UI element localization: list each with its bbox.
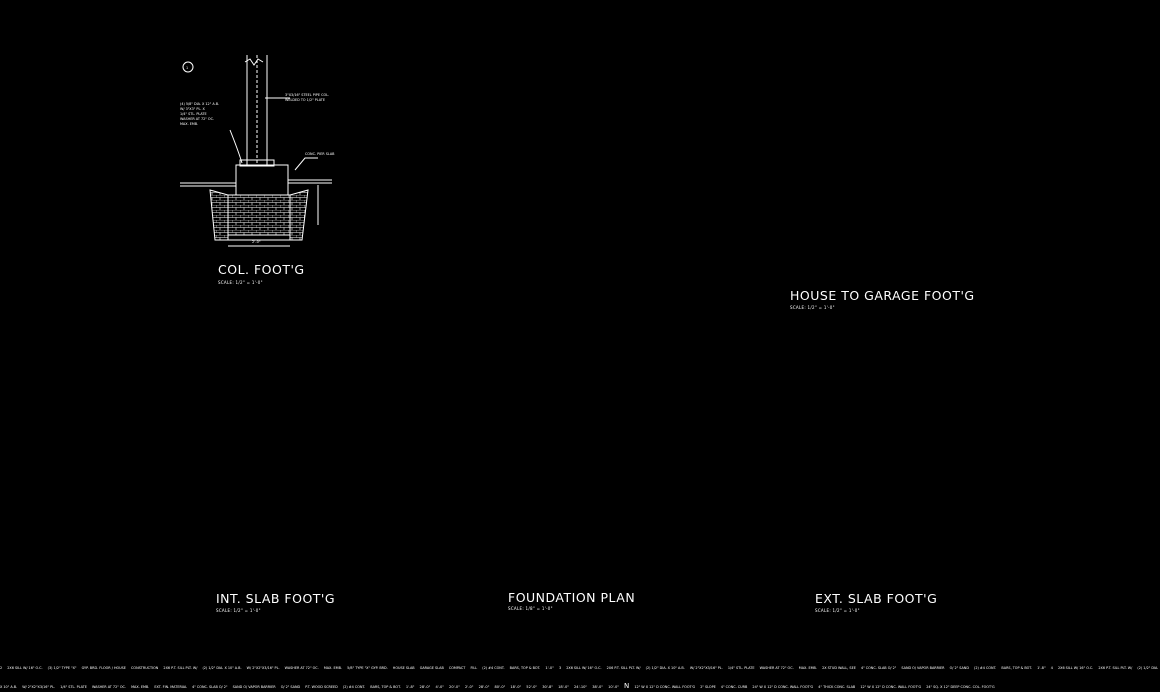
title-foundation-plan: FOUNDATION PLAN	[508, 590, 636, 605]
detail-int-slab-footing: 3 2X6 SILL W/ 16" O.C. 2X6 P.T. SILL PLT…	[558, 666, 1046, 670]
dim-top-mid: 20'-0"	[449, 685, 460, 689]
scale-foundation-plan: SCALE: 1/8" = 1'-0"	[508, 606, 553, 611]
svg-text:CONC. PIER SLAB: CONC. PIER SLAB	[305, 152, 335, 156]
dim-left-a: 18'-0"	[510, 685, 522, 689]
dim-bottom-overall: 28'-0"	[478, 685, 490, 689]
dim-top-overall: 28'-0"	[419, 685, 431, 689]
svg-text:W/ 3"X3" PL. X: W/ 3"X3" PL. X	[180, 107, 205, 111]
detail-bubble-number: 4	[1050, 666, 1053, 670]
blueprint-svg: 1 3"X3/16" STEEL PIPE COL. WELDED TO 1/2…	[180, 0, 335, 650]
scale-col-footing: SCALE: 1/2" = 1'-0"	[218, 280, 263, 285]
note-slab: 4" THICK CONC. SLAB	[818, 685, 856, 689]
dim-right-c: 38'-0"	[592, 685, 603, 689]
detail-bubble-number: 2	[0, 666, 3, 670]
svg-text:(4) 5/8" DIA. X 12" A.B.: (4) 5/8" DIA. X 12" A.B.	[180, 102, 219, 106]
note-col-footing: 24" SQ. X 12" DEEP CONC. COL. FOOT'G	[926, 685, 995, 689]
dim-bottom-right: 10'-0"	[608, 685, 619, 689]
detail-bubble-number: 1	[186, 66, 188, 70]
dim-right-a: 18'-0"	[558, 685, 569, 689]
dim-top-right: 2'-0"	[464, 685, 474, 689]
dim-top-left: 4'-0"	[435, 685, 444, 689]
scale-int-slab-footing: SCALE: 1/2" = 1'-0"	[216, 608, 261, 613]
svg-text:WASHER AT 72" OC.: WASHER AT 72" OC.	[180, 117, 214, 121]
dim-left-c: 30'-8"	[542, 685, 553, 689]
note-garage-footing: 12" W X 12" D CONC. WALL FOOT'G	[634, 685, 696, 689]
svg-text:WELDED TO 1/2" PLATE: WELDED TO 1/2" PLATE	[285, 98, 325, 102]
scale-ext-slab-footing: SCALE: 1/2" = 1'-0"	[815, 608, 860, 613]
dim-left-overall: 80'-0"	[494, 685, 506, 689]
title-ext-slab-footing: EXT. SLAB FOOT'G	[815, 591, 938, 606]
note-int-footing: 24" W X 12" D CONC. WALL FOOT'G	[752, 685, 814, 689]
detail-bubble	[183, 62, 193, 72]
scale-house-to-garage-footing: SCALE: 1/2" = 1'-0"	[790, 305, 835, 310]
svg-text:1/4" STL. PLATE: 1/4" STL. PLATE	[180, 112, 207, 116]
plan-dimensions: 28'-0" 4'-0" 20'-0" 2'-0" 28'-0" 80'-0" …	[420, 673, 995, 692]
note-curb: 4" CONC. CURB	[720, 685, 748, 689]
title-int-slab-footing: INT. SLAB FOOT'G	[216, 591, 336, 606]
svg-text:MAX. EMB.: MAX. EMB.	[180, 122, 198, 126]
note-slope: 2" SLOPE	[700, 685, 716, 689]
dim-right-b: 24'-10"	[574, 685, 588, 689]
svg-text:3"X3/16" STEEL PIPE COL.: 3"X3/16" STEEL PIPE COL.	[285, 93, 329, 97]
detail-bubble-number: 3	[558, 666, 562, 670]
note-wall-footing: 12" W X 12" D CONC. WALL FOOT'G	[860, 685, 922, 689]
north-label: N	[624, 682, 630, 690]
title-house-to-garage-footing: HOUSE TO GARAGE FOOT'G	[790, 288, 975, 303]
svg-text:2'-0": 2'-0"	[252, 240, 261, 244]
title-col-footing: COL. FOOT'G	[218, 262, 305, 277]
dim-left-b: 52'-0"	[526, 685, 538, 689]
detail-house-to-garage-footing: 2 2X6 SILL W/ 16" O.C. (3) 1/2" TYPE "X"…	[0, 666, 554, 670]
detail-col-footing: 1 3"X3/16" STEEL PIPE COL. WELDED TO 1/2…	[180, 55, 335, 246]
